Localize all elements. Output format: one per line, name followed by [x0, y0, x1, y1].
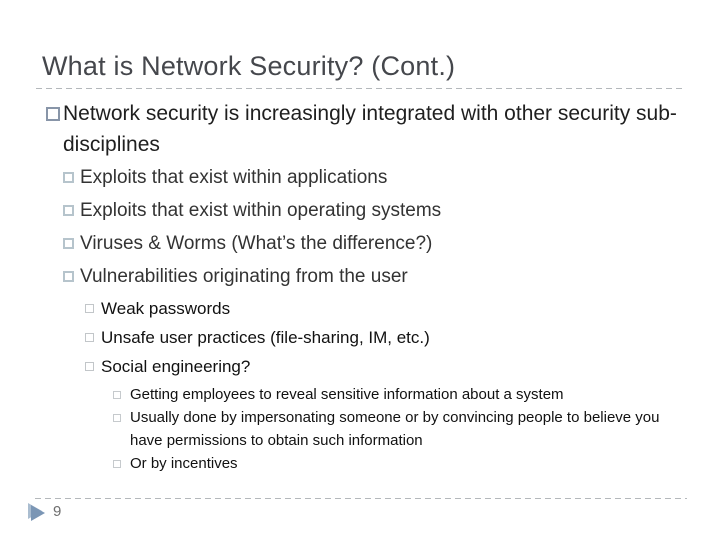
square-bullet-icon: [46, 107, 60, 121]
bullet-item-level3: Unsafe user practices (file-sharing, IM,…: [85, 323, 685, 352]
bullet-item-level1: Network security is increasingly integra…: [46, 98, 682, 160]
square-bullet-icon: [63, 271, 74, 282]
square-bullet-icon: [63, 205, 74, 216]
bullet-text: Unsafe user practices (file-sharing, IM,…: [101, 328, 430, 347]
bullet-text: Exploits that exist within applications: [80, 167, 388, 188]
square-bullet-icon: [113, 460, 121, 468]
bullet-text: Weak passwords: [101, 299, 231, 318]
bullet-list-level2: Exploits that exist within applications …: [63, 161, 683, 293]
square-bullet-icon: [85, 362, 94, 371]
bullet-list-level3: Weak passwords Unsafe user practices (fi…: [85, 294, 685, 381]
bullet-text: Network security is increasingly integra…: [63, 102, 677, 156]
bullet-item-level2: Exploits that exist within operating sys…: [63, 194, 683, 227]
bullet-text: Vulnerabilities originating from the use…: [80, 266, 408, 287]
bullet-item-level4: Usually done by impersonating someone or…: [113, 406, 688, 452]
bullet-item-level2: Vulnerabilities originating from the use…: [63, 260, 683, 293]
square-bullet-icon: [85, 333, 94, 342]
square-bullet-icon: [113, 391, 121, 399]
bullet-text: Social engineering?: [101, 357, 251, 376]
bullet-text: Exploits that exist within operating sys…: [80, 200, 442, 221]
square-bullet-icon: [63, 238, 74, 249]
bullet-item-level2: Viruses & Worms (What’s the difference?): [63, 227, 683, 260]
bullet-text: Getting employees to reveal sensitive in…: [130, 386, 564, 403]
footer-triangle-icon: [31, 505, 45, 521]
title-divider-dashed-line: [36, 88, 686, 90]
bullet-item-level3: Social engineering?: [85, 352, 685, 381]
bullet-text: Viruses & Worms (What’s the difference?): [80, 233, 433, 254]
bullet-item-level4: Getting employees to reveal sensitive in…: [113, 383, 688, 406]
bullet-text: Usually done by impersonating someone or…: [130, 409, 660, 449]
page-number: 9: [53, 503, 62, 520]
bullet-text: Or by incentives: [130, 455, 238, 472]
footer-divider-dashed-line: [35, 498, 687, 500]
bullet-item-level4: Or by incentives: [113, 452, 688, 475]
slide-title: What is Network Security? (Cont.): [42, 51, 456, 81]
bullet-list-level4: Getting employees to reveal sensitive in…: [113, 383, 688, 475]
bullet-item-level2: Exploits that exist within applications: [63, 161, 683, 194]
square-bullet-icon: [63, 172, 74, 183]
bullet-item-level3: Weak passwords: [85, 294, 685, 323]
square-bullet-icon: [85, 304, 94, 313]
square-bullet-icon: [113, 414, 121, 422]
